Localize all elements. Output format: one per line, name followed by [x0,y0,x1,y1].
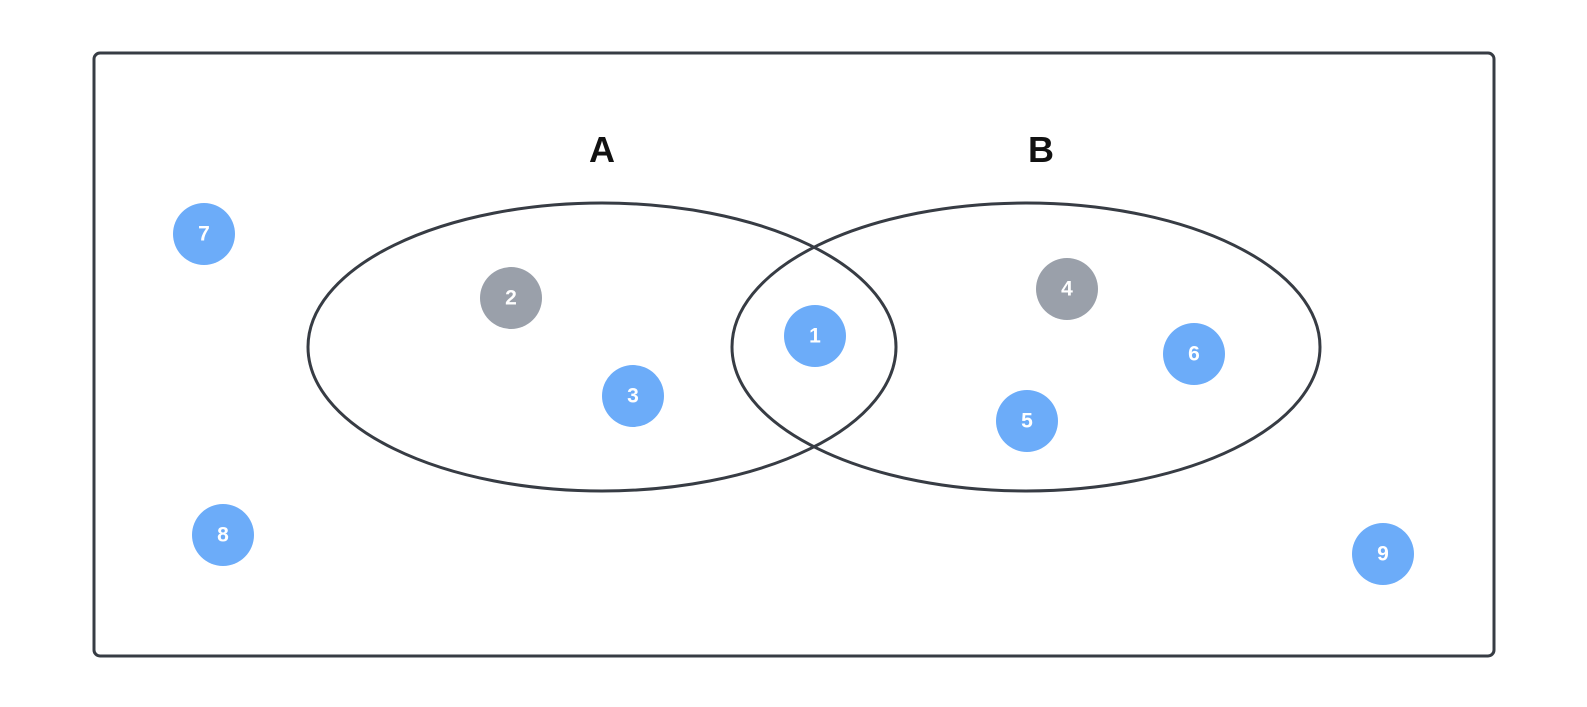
element-label: 6 [1188,343,1200,366]
element-label: 8 [217,524,229,547]
element-node [1163,323,1225,385]
set-b-label: B [1028,129,1054,170]
element-label: 5 [1021,410,1033,433]
element-node [602,365,664,427]
element-node [1036,258,1098,320]
element-6: 6 [1163,323,1225,385]
element-label: 2 [505,287,517,310]
element-label: 3 [627,385,639,408]
element-9: 9 [1352,523,1414,585]
element-3: 3 [602,365,664,427]
element-node [173,203,235,265]
element-node [1352,523,1414,585]
set-b-ellipse [730,201,1322,493]
element-label: 1 [809,325,821,348]
element-2: 2 [480,267,542,329]
element-8: 8 [192,504,254,566]
element-label: 4 [1061,278,1073,301]
element-4: 4 [1036,258,1098,320]
element-label: 7 [198,223,210,246]
set-a-ellipse [306,201,898,493]
element-5: 5 [996,390,1058,452]
universe-frame [92,51,1496,658]
element-node [192,504,254,566]
set-a-label: A [589,129,615,170]
element-node [784,305,846,367]
element-node [480,267,542,329]
element-1: 1 [784,305,846,367]
element-node [996,390,1058,452]
element-label: 9 [1377,543,1389,566]
element-7: 7 [173,203,235,265]
